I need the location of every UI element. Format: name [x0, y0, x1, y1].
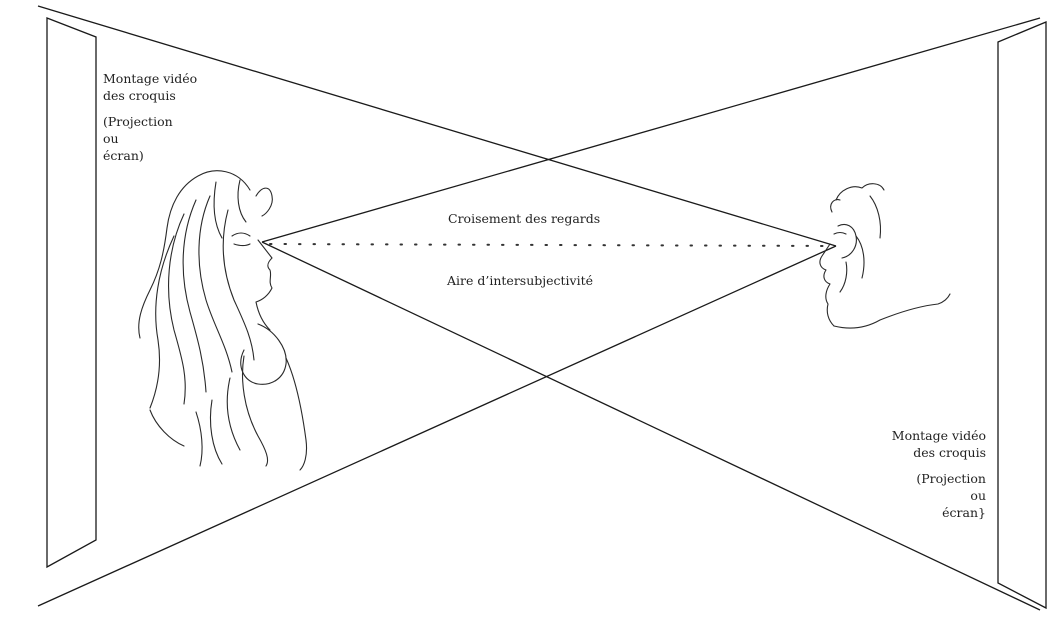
left-screen-line-4: ou: [103, 130, 197, 147]
gaze-dotted-line: [270, 244, 832, 246]
left-screen-panel: [47, 18, 96, 567]
perspective-line-bottom-left: [38, 246, 836, 606]
right-screen-label: Montage vidéo des croquis (Projection ou…: [892, 427, 986, 521]
perspective-line-top-right: [262, 18, 1040, 242]
right-screen-line-5: écran}: [892, 504, 986, 521]
left-screen-line-3: (Projection: [103, 113, 197, 130]
left-screen-line-2: des croquis: [103, 87, 197, 104]
right-screen-line-3: (Projection: [892, 470, 986, 487]
left-screen-line-5: écran): [103, 147, 197, 164]
left-screen-line-1: Montage vidéo: [103, 70, 197, 87]
gaze-crossing-label: Croisement des regards: [448, 210, 600, 227]
left-screen-label: Montage vidéo des croquis (Projection ou…: [103, 70, 197, 164]
right-screen-line-2: des croquis: [892, 444, 986, 461]
perspective-line-bottom-right: [262, 242, 1040, 610]
intersubjectivity-label: Aire d’intersubjectivité: [447, 272, 593, 289]
right-screen-line-1: Montage vidéo: [892, 427, 986, 444]
right-screen-line-4: ou: [892, 487, 986, 504]
woman-sketch: [139, 171, 307, 470]
man-sketch: [820, 184, 950, 328]
right-screen-panel: [998, 22, 1046, 608]
